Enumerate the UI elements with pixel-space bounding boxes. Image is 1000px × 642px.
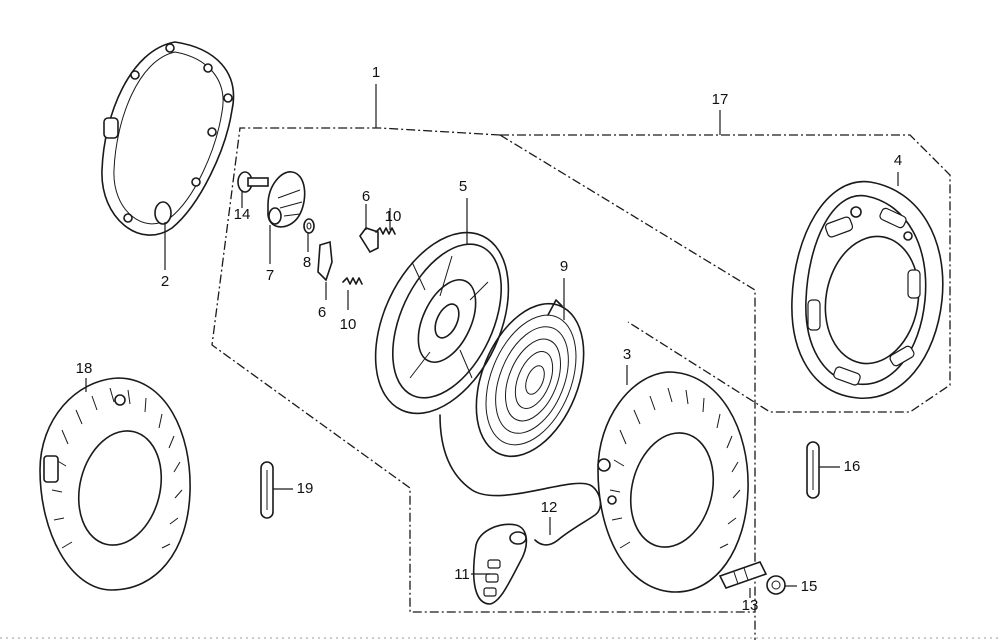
ratchet-pawl-icon [317,227,379,282]
callout-17: 17 [712,91,729,108]
callout-18: 18 [76,360,93,377]
reel-pulley-icon [374,231,510,415]
callout-7: 7 [266,267,274,284]
clip-icon [260,441,820,519]
set-bolt-icon [237,171,269,193]
callout-labels: 1 2 3 4 5 6 6 7 8 9 10 10 11 12 13 14 15… [76,64,903,614]
pawl-spring-icon [342,227,396,285]
friction-plate-icon [267,171,306,228]
callout-9: 9 [560,258,568,275]
callout-1: 1 [372,64,380,81]
starter-grip-icon [472,523,528,605]
assembly-boundary-1 [211,127,755,613]
callout-5: 5 [459,178,467,195]
leader-lines [85,84,899,598]
callout-12: 12 [541,499,558,516]
starter-cover-icon [597,371,749,593]
callout-4: 4 [894,152,902,169]
callout-8: 8 [303,254,311,271]
callout-2: 2 [161,273,169,290]
outer-cover-icon [39,377,191,591]
callout-10a: 10 [385,208,402,225]
callout-6a: 6 [362,188,370,205]
callout-11: 11 [454,566,470,583]
rope-icon [439,414,602,546]
callout-16: 16 [844,458,861,475]
callout-14: 14 [234,206,251,223]
flange-nut-icon [766,575,786,595]
callout-10b: 10 [340,316,357,333]
guide-pin-icon [718,561,768,589]
callout-15: 15 [801,578,818,595]
starter-case-icon [791,180,944,399]
washer-icon [303,218,315,234]
callout-19: 19 [297,480,314,497]
callout-13: 13 [742,597,759,614]
recoil-spring-icon [475,299,585,458]
callout-3: 3 [623,346,631,363]
assembly-boundary-17 [499,134,951,640]
callout-6b: 6 [318,304,326,321]
gasket-ring-icon [101,41,235,236]
